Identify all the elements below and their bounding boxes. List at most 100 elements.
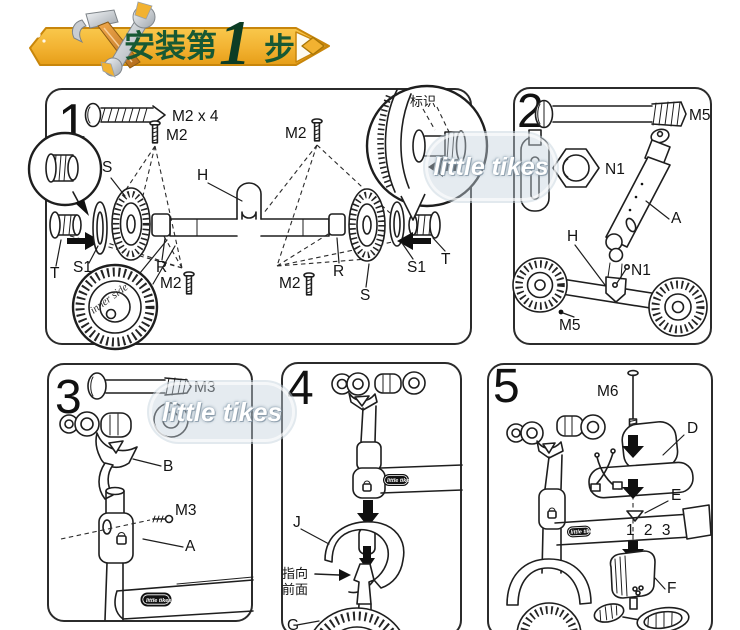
seat-assembly-diagram: 5 M6 <box>493 360 712 630</box>
label-m2: M2 <box>160 275 182 292</box>
label-positions: 1 2 3 <box>626 522 673 539</box>
label-s1: S1 <box>73 259 92 276</box>
label-h: H <box>567 228 578 245</box>
label-a: A <box>185 538 196 555</box>
nut-n1-icon <box>552 148 600 188</box>
axle-bar <box>169 182 330 237</box>
inset-circle-left <box>27 131 103 216</box>
little-tikes-logo: little tikes <box>140 592 172 607</box>
panel-step-5: 5 M6 <box>487 360 713 630</box>
wheel-right <box>648 277 708 337</box>
label-f: F <box>667 580 676 597</box>
pencil-tip-icon <box>295 31 328 63</box>
label-e: E <box>671 487 681 504</box>
label-m2: M2 <box>279 275 301 292</box>
tire-left <box>111 187 151 261</box>
banner-ribbon <box>29 27 330 66</box>
label-a: A <box>671 210 682 227</box>
handlebar <box>331 371 426 411</box>
label-s1: S1 <box>407 259 426 276</box>
handlebar-column-diagram: 3 M3 B <box>55 371 254 621</box>
label-direction-2: 前面 <box>282 582 308 597</box>
frame-tube: little tikes <box>114 576 254 620</box>
label-direction-1: 指向 <box>282 566 308 581</box>
arrow-left-icon <box>428 157 459 177</box>
banner-text-suffix: 步 <box>264 32 295 67</box>
label-s: S <box>360 287 370 304</box>
label-h: H <box>197 167 208 184</box>
label-n1: N1 <box>605 161 625 178</box>
axle-arm-diagram: 2 M5 N1 <box>512 85 711 337</box>
stem-column <box>352 405 386 499</box>
label-s: S <box>102 159 112 176</box>
arrow-right-icon <box>314 569 351 581</box>
wrench-tool-icon <box>520 129 550 212</box>
little-tikes-logo: little tikes <box>567 525 596 538</box>
label-m2: M2 <box>285 125 307 142</box>
label-d: D <box>687 420 698 437</box>
label-j: J <box>293 514 301 531</box>
bolt-m3-icon <box>87 372 192 400</box>
arrow-right-icon <box>67 232 101 250</box>
lock-icon <box>362 480 372 492</box>
arrow-down-icon <box>622 435 644 458</box>
panel-number: 5 <box>493 360 520 413</box>
steering-column <box>98 486 134 621</box>
panel-step-3: 3 M3 B <box>47 363 254 622</box>
banner-step-number: 1 <box>219 7 251 78</box>
axle-cap-left <box>49 211 82 239</box>
wheel-left <box>512 257 568 313</box>
handlebar-part-b <box>59 402 189 500</box>
rear-axle-assembly <box>512 257 708 337</box>
footguard-part-f <box>609 550 656 610</box>
tire-right <box>348 188 386 262</box>
label-n1: N1 <box>631 262 651 279</box>
label-g: G <box>287 617 299 630</box>
frame-tube: little tikes <box>380 464 463 494</box>
label-m3: M3 <box>175 502 197 519</box>
pedals <box>593 603 690 630</box>
axle-cap-right <box>408 211 441 239</box>
lock-icon <box>116 532 127 545</box>
label-m5: M5 <box>689 107 711 124</box>
hub-sleeve-left <box>151 213 171 237</box>
panel-step-2: 2 M5 N1 <box>512 85 712 345</box>
logo-text: little tikes <box>570 529 596 536</box>
seat-straps <box>590 448 623 492</box>
label-mark: 标识 <box>410 94 436 109</box>
front-fender-wheel <box>506 558 592 630</box>
label-m2: M2 <box>166 127 188 144</box>
label-kit-qty: M2 x 4 <box>172 108 219 125</box>
wrench-icon <box>100 1 156 78</box>
arrow-down-icon <box>622 479 644 499</box>
wheel-inner-side: inner side <box>71 239 176 351</box>
label-t: T <box>441 251 451 268</box>
label-m6: M6 <box>597 383 619 400</box>
inset-circle-mark: 标识 <box>365 84 489 221</box>
fork-arm <box>605 128 671 263</box>
little-tikes-logo: little tikes <box>383 474 412 486</box>
front-wheel <box>313 607 401 630</box>
stem-column <box>538 454 566 574</box>
screw-m2-icon <box>84 102 166 128</box>
label-t: T <box>50 265 60 282</box>
label-m5: M5 <box>559 317 581 334</box>
panel-number: 4 <box>287 362 314 415</box>
label-b: B <box>163 458 173 475</box>
label-r: R <box>156 259 167 276</box>
label-m3: M3 <box>194 379 216 396</box>
lock-icon <box>547 507 557 519</box>
handlebar <box>506 414 606 459</box>
frame-tube: little tikes 1 2 3 <box>554 504 712 546</box>
arrow-left-icon <box>397 232 431 250</box>
bolt-m5-icon <box>534 99 687 129</box>
panel-step-4: 4 <box>281 362 463 630</box>
step-banner: 安装第 1 步 <box>29 1 330 78</box>
arrow-down-icon <box>357 500 379 527</box>
seat-tab <box>626 510 644 522</box>
banner-text-prefix: 安装第 <box>124 29 217 64</box>
screw-m3-small <box>60 514 174 540</box>
axle-wheel-diagram: 1 M2 x 4 M2 M2 M2 M2 H <box>27 84 489 351</box>
logo-text: little tikes <box>146 598 171 604</box>
